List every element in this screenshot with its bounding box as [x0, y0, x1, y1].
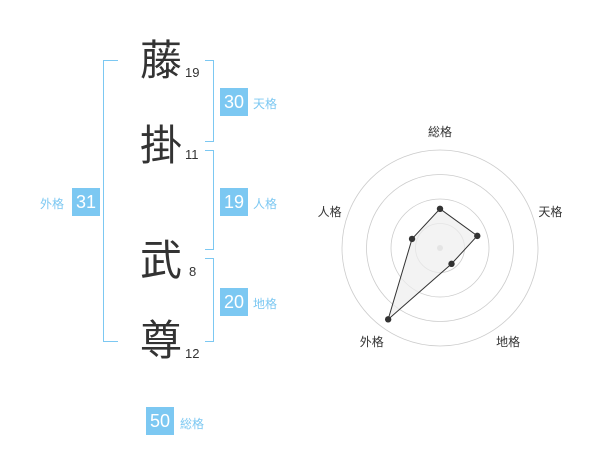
- gaikaku-score: 31: [72, 188, 100, 216]
- stroke-count-4: 12: [185, 346, 200, 361]
- chikaku-label: 地格: [253, 297, 278, 311]
- stroke-count-3: 8: [189, 264, 197, 279]
- tenkaku-label: 天格: [253, 97, 278, 111]
- radar-point-2: [474, 232, 481, 240]
- radar-axis-label-2: 天格: [538, 204, 562, 219]
- radar-axis-label-1: 総格: [428, 124, 452, 139]
- radar-ring-2: [390, 198, 490, 298]
- name-char-4: 尊: [140, 316, 183, 365]
- radar-point-1: [436, 205, 444, 212]
- jinkaku-label: 人格: [253, 197, 278, 211]
- radar-point-4: [384, 316, 392, 323]
- jinkaku-score: 19: [220, 188, 248, 216]
- soukaku-score: 50: [146, 407, 174, 435]
- radar-axis-label-4: 外格: [360, 334, 384, 349]
- tenkaku-bracket: [205, 60, 214, 142]
- radar-shape: [387, 208, 479, 321]
- radar-point-5: [408, 235, 416, 243]
- jinkaku-bracket: [205, 150, 214, 250]
- radar-ring-4: [341, 149, 539, 347]
- chikaku-bracket: [205, 258, 214, 342]
- radar-point-3: [448, 260, 455, 268]
- gaikaku-bracket: [103, 60, 118, 342]
- name-char-2: 掛: [140, 121, 183, 170]
- gaikaku-label: 外格: [40, 197, 65, 211]
- chikaku-score: 20: [220, 288, 248, 316]
- tenkaku-score: 30: [220, 88, 248, 116]
- radar-ring-3: [366, 174, 514, 322]
- radar-points: [384, 205, 481, 323]
- stroke-count-2: 11: [185, 147, 199, 162]
- name-char-1: 藤: [140, 36, 183, 85]
- name-char-3: 武: [140, 236, 183, 285]
- radar-axis-label-3: 地格: [496, 334, 520, 349]
- radar-axis-label-5: 人格: [318, 204, 342, 219]
- soukaku-label: 総格: [180, 417, 205, 431]
- stroke-count-1: 19: [185, 65, 200, 80]
